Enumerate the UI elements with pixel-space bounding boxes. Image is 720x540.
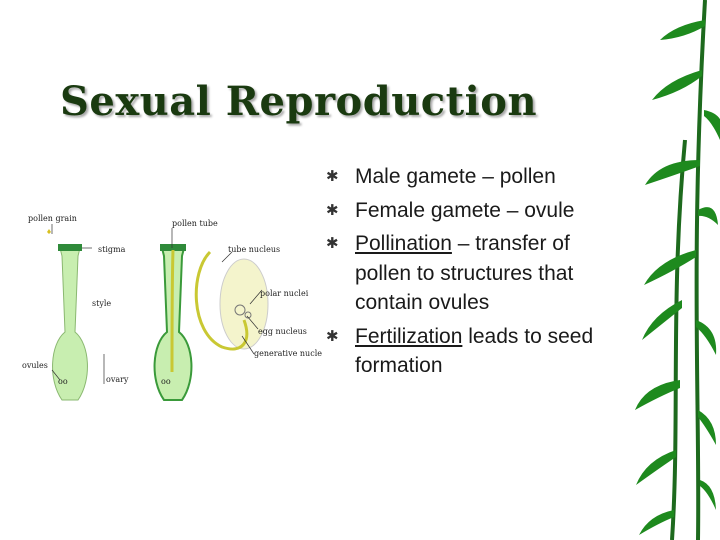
pistil-right: oo xyxy=(153,244,193,401)
bullet-item: ✱Fertilization leads to seed formation xyxy=(326,322,616,381)
label-ovary: ovary xyxy=(106,375,129,384)
label-style: style xyxy=(92,299,111,308)
asterisk-bullet-icon: ✱ xyxy=(326,201,339,219)
stigma-right xyxy=(160,244,186,251)
label-stigma: stigma xyxy=(98,245,126,254)
slide-title: Sexual Reproduction xyxy=(60,78,538,125)
label-pollen-tube: pollen tube xyxy=(172,219,218,228)
pollen-tube-line xyxy=(170,249,175,373)
bullet-item: ✱Female gamete – ovule xyxy=(326,196,616,226)
label-pollen-grain: pollen grain xyxy=(28,214,77,223)
bamboo-decoration xyxy=(635,0,720,540)
bullet-list: ✱Male gamete – pollen ✱Female gamete – o… xyxy=(326,162,616,385)
label-tube-nucleus: tube nucleus xyxy=(228,245,280,254)
asterisk-bullet-icon: ✱ xyxy=(326,327,339,345)
pollen-grain-shape xyxy=(47,229,51,234)
bullet-item: ✱Pollination – transfer of pollen to str… xyxy=(326,229,616,318)
flower-reproduction-diagram: oo oo pollen gra xyxy=(22,214,322,401)
svg-text:oo: oo xyxy=(58,377,68,386)
label-ovules: ovules xyxy=(22,361,48,370)
stigma-left xyxy=(58,244,82,251)
bullet-item: ✱Male gamete – pollen xyxy=(326,162,616,192)
label-egg-nucleus: egg nucleus xyxy=(258,327,307,336)
pistil-left: oo xyxy=(47,229,88,401)
label-polar-nuclei: polar nuclei xyxy=(260,289,309,298)
svg-text:oo: oo xyxy=(161,377,171,386)
label-generative-nuclei: generative nuclei xyxy=(254,349,322,358)
asterisk-bullet-icon: ✱ xyxy=(326,168,339,185)
asterisk-bullet-icon: ✱ xyxy=(326,235,339,252)
